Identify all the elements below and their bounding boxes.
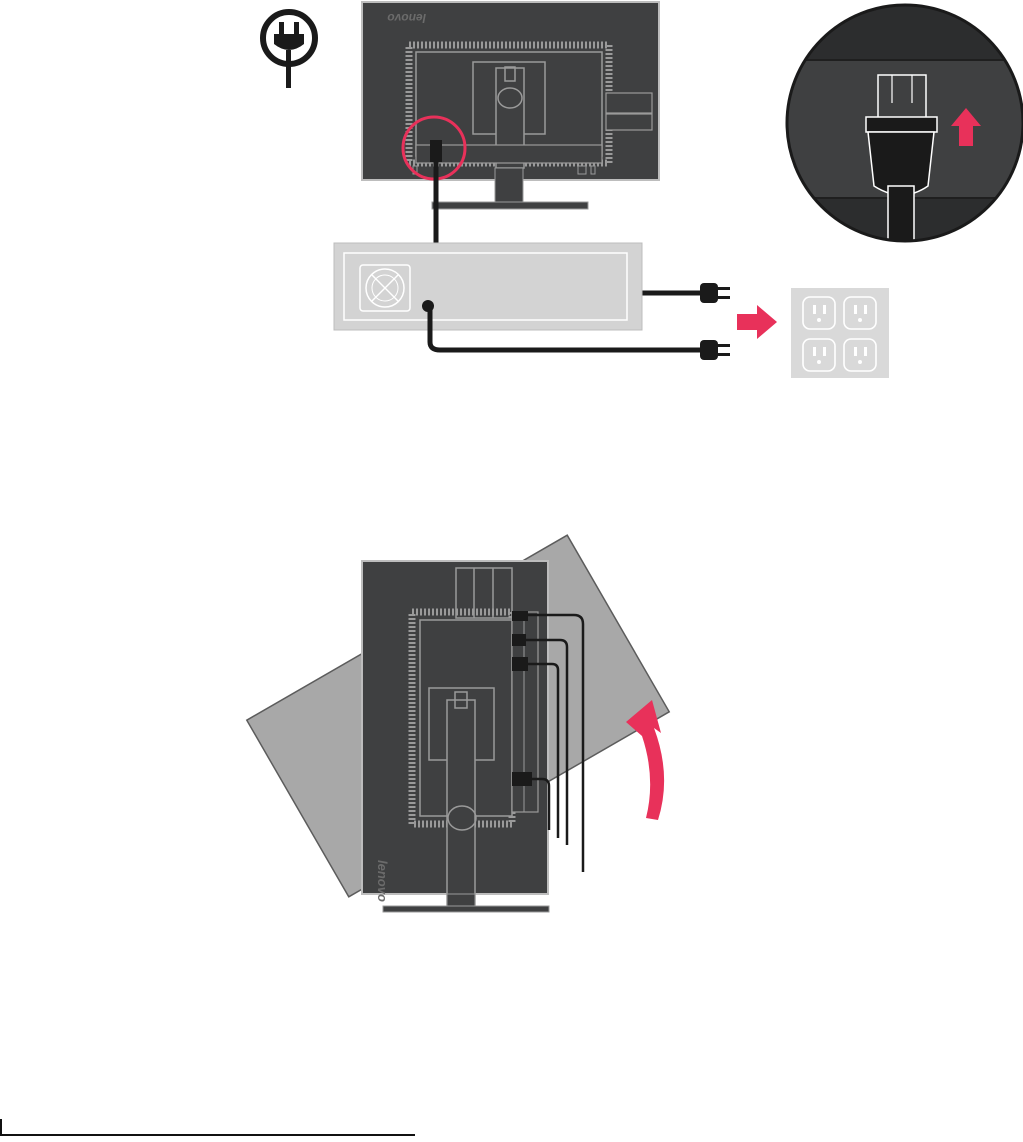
footnote-separator — [0, 1134, 415, 1136]
brand-logo: lenovo — [387, 11, 426, 25]
monitor-pivot-figure: lenovo — [247, 535, 669, 912]
monitor-rear-landscape: lenovo — [362, 2, 659, 209]
brand-logo-portrait: lenovo — [375, 860, 390, 902]
connector-closeup — [780, 0, 1023, 258]
plug-icon — [700, 340, 730, 360]
plug-icon — [700, 283, 730, 303]
arrow-right-icon — [737, 305, 777, 339]
wall-outlet — [791, 288, 889, 378]
power-plug-icon — [263, 12, 315, 88]
computer-case — [334, 243, 642, 330]
footnote-separator-edge — [0, 1119, 2, 1135]
